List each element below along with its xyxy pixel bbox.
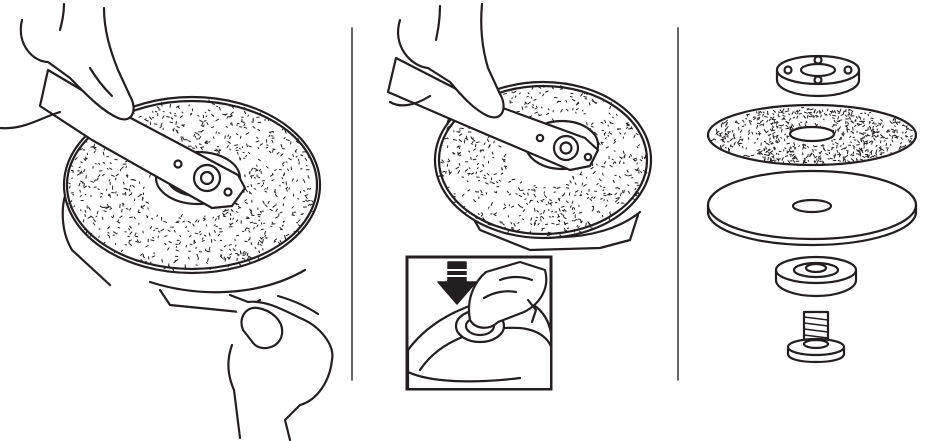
panel-loosen-nut	[0, 4, 332, 440]
backing-pad-icon	[708, 171, 916, 245]
abrasive-disc-icon	[708, 105, 916, 165]
lock-nut-icon	[777, 56, 859, 96]
panel-spindle-lock	[388, 4, 651, 392]
inner-flange-icon	[776, 257, 856, 296]
spindle-bolt-icon	[788, 312, 844, 362]
inset-detail	[407, 257, 552, 392]
panel-exploded-view	[708, 56, 916, 362]
hand-icon	[229, 295, 333, 440]
